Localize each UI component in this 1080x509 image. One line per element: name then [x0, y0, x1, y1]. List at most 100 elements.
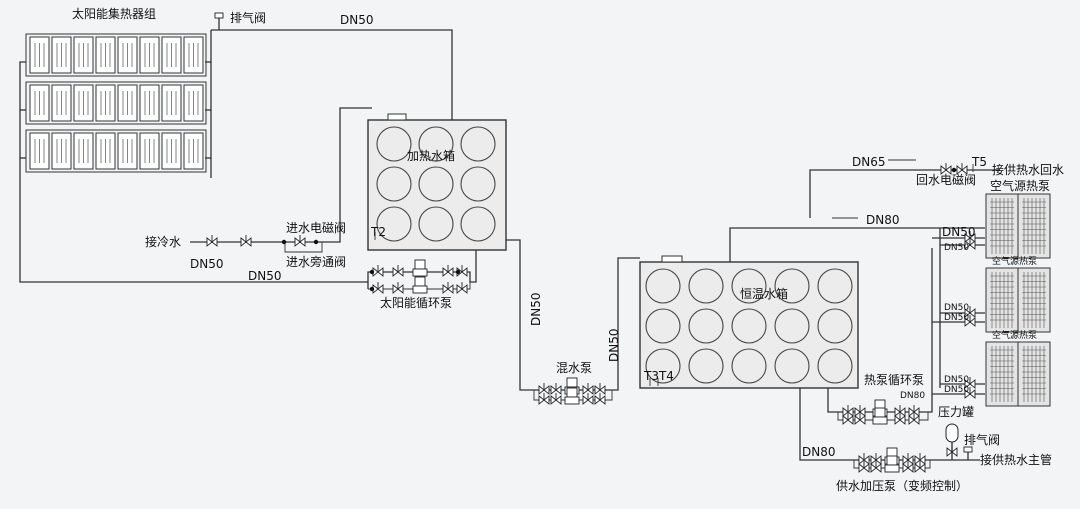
air-source-heat-pump-group [985, 193, 1051, 407]
bowtie-valve-icon [908, 405, 920, 417]
label-t2: T2 [370, 225, 386, 239]
label-t3t4: T3T4 [643, 369, 674, 383]
bowtie-valve-icon [392, 265, 404, 277]
label-air-source-heat-pump-1: 空气源热泵 [990, 178, 1050, 193]
pressure-tank-icon [945, 423, 959, 443]
tank-baffle [774, 268, 810, 304]
tank-baffle [688, 308, 724, 344]
pump-icon [412, 276, 428, 294]
air-vent-icon [963, 446, 973, 453]
bowtie-valve-icon [442, 265, 454, 277]
bowtie-valve-icon [854, 413, 866, 425]
bowtie-valve-icon [442, 282, 454, 294]
label-heat-pump-circulation-pump: 热泵循环泵 [864, 373, 924, 387]
label-dn80-upper: DN80 [866, 213, 900, 227]
joint-dot [369, 269, 375, 275]
tank-baffle [376, 166, 412, 202]
bowtie-valve-icon [858, 461, 870, 473]
bowtie-valve-icon [594, 393, 606, 405]
tank-baffle [418, 126, 454, 162]
bowtie-valve-icon [392, 282, 404, 294]
tank-baffle [774, 348, 810, 384]
label-air-source-heat-pump-3: 空气源热泵 [992, 329, 1037, 341]
label-dn50-hp-3a: DN50 [944, 375, 969, 385]
label-constant-temp-tank: 恒温水箱 [740, 286, 788, 301]
pump-icon [564, 387, 580, 405]
tank-baffle [731, 348, 767, 384]
temperature-sensor-icon [374, 164, 974, 386]
bowtie-valve-icon [842, 413, 854, 425]
air-vent-icon [214, 12, 224, 19]
label-solar-circulation-pump: 太阳能循环泵 [380, 295, 452, 310]
bowtie-valve-icon [854, 405, 866, 417]
label-dn50-inlet: DN50 [190, 257, 224, 271]
bowtie-valve-icon [902, 461, 914, 473]
tank-baffle [645, 268, 681, 304]
bowtie-valve-icon [538, 383, 550, 395]
tank-baffle [460, 166, 496, 202]
label-inlet-bypass-valve: 进水旁通阀 [286, 254, 346, 269]
tank-baffle [817, 308, 853, 344]
bowtie-valve-icon [894, 405, 906, 417]
bowtie-valve-icon [372, 265, 384, 277]
bowtie-valve-icon [964, 238, 976, 250]
pump-icon [872, 407, 888, 425]
labels: 太阳能集热器组 排气阀 DN50 加热水箱 进水电磁阀 进水旁通阀 接冷水 DN… [72, 6, 1064, 493]
label-dn65: DN65 [852, 155, 886, 169]
bowtie-valve-icon [908, 413, 920, 425]
tank-baffle [376, 126, 412, 162]
bowtie-valve-icon [550, 383, 562, 395]
pump-icon [884, 455, 900, 473]
joint-dot [455, 269, 461, 275]
joint-dot [281, 239, 287, 245]
bowtie-valve-icon [964, 387, 976, 399]
label-solar-collector-group: 太阳能集热器组 [72, 6, 156, 21]
air-source-heat-pump [985, 267, 1051, 333]
bowtie-valve-icon [964, 315, 976, 327]
label-dn50-hp-2b: DN50 [944, 313, 969, 323]
bowtie-valve-icon [240, 235, 252, 247]
joint-dot [313, 239, 319, 245]
label-dn50-hp-3b: DN50 [944, 385, 969, 395]
label-dn80-bottom: DN80 [802, 445, 836, 459]
tank-baffle [774, 308, 810, 344]
label-dn50-vertical-right: DN50 [607, 329, 621, 363]
bowtie-valve-icon [842, 405, 854, 417]
tank-baffle [688, 348, 724, 384]
label-vent-valve-bottom: 排气阀 [964, 432, 1000, 447]
label-pressure-tank: 压力罐 [938, 405, 974, 419]
solar-collector-group [25, 33, 207, 173]
bowtie-valve-icon [582, 393, 594, 405]
joint-dot [369, 286, 375, 292]
tank-baffle [817, 348, 853, 384]
label-dn50-top: DN50 [340, 13, 374, 27]
bowtie-valve-icon [550, 393, 562, 405]
bowtie-valve-icon [964, 377, 976, 389]
bowtie-valve-icon [946, 445, 958, 457]
tank-baffle [731, 268, 767, 304]
label-dn50-vertical-mid: DN50 [529, 293, 543, 327]
label-dn50-return: DN50 [248, 269, 282, 283]
bowtie-valve-icon [456, 282, 468, 294]
tank-baffle [645, 308, 681, 344]
joint-dot [951, 167, 957, 173]
bowtie-valve-icon [894, 413, 906, 425]
tank-baffle [376, 206, 412, 242]
bowtie-valve-icon [870, 461, 882, 473]
tank-baffle [418, 206, 454, 242]
bowtie-valve-icon [940, 163, 952, 175]
bowtie-valve-icon [594, 383, 606, 395]
tank-baffle [731, 308, 767, 344]
label-t5: T5 [971, 155, 987, 169]
valves-and-pumps [206, 12, 976, 473]
bowtie-valve-icon [582, 383, 594, 395]
bowtie-valve-icon [914, 453, 926, 465]
tank-baffle [688, 268, 724, 304]
bowtie-valve-icon [206, 235, 218, 247]
label-dn50-hp-top: DN50 [942, 225, 976, 239]
label-dn80-pump: DN80 [900, 391, 925, 401]
bowtie-valve-icon [964, 306, 976, 318]
tank-baffle [418, 166, 454, 202]
label-return-solenoid-valve: 回水电磁阀 [916, 172, 976, 187]
